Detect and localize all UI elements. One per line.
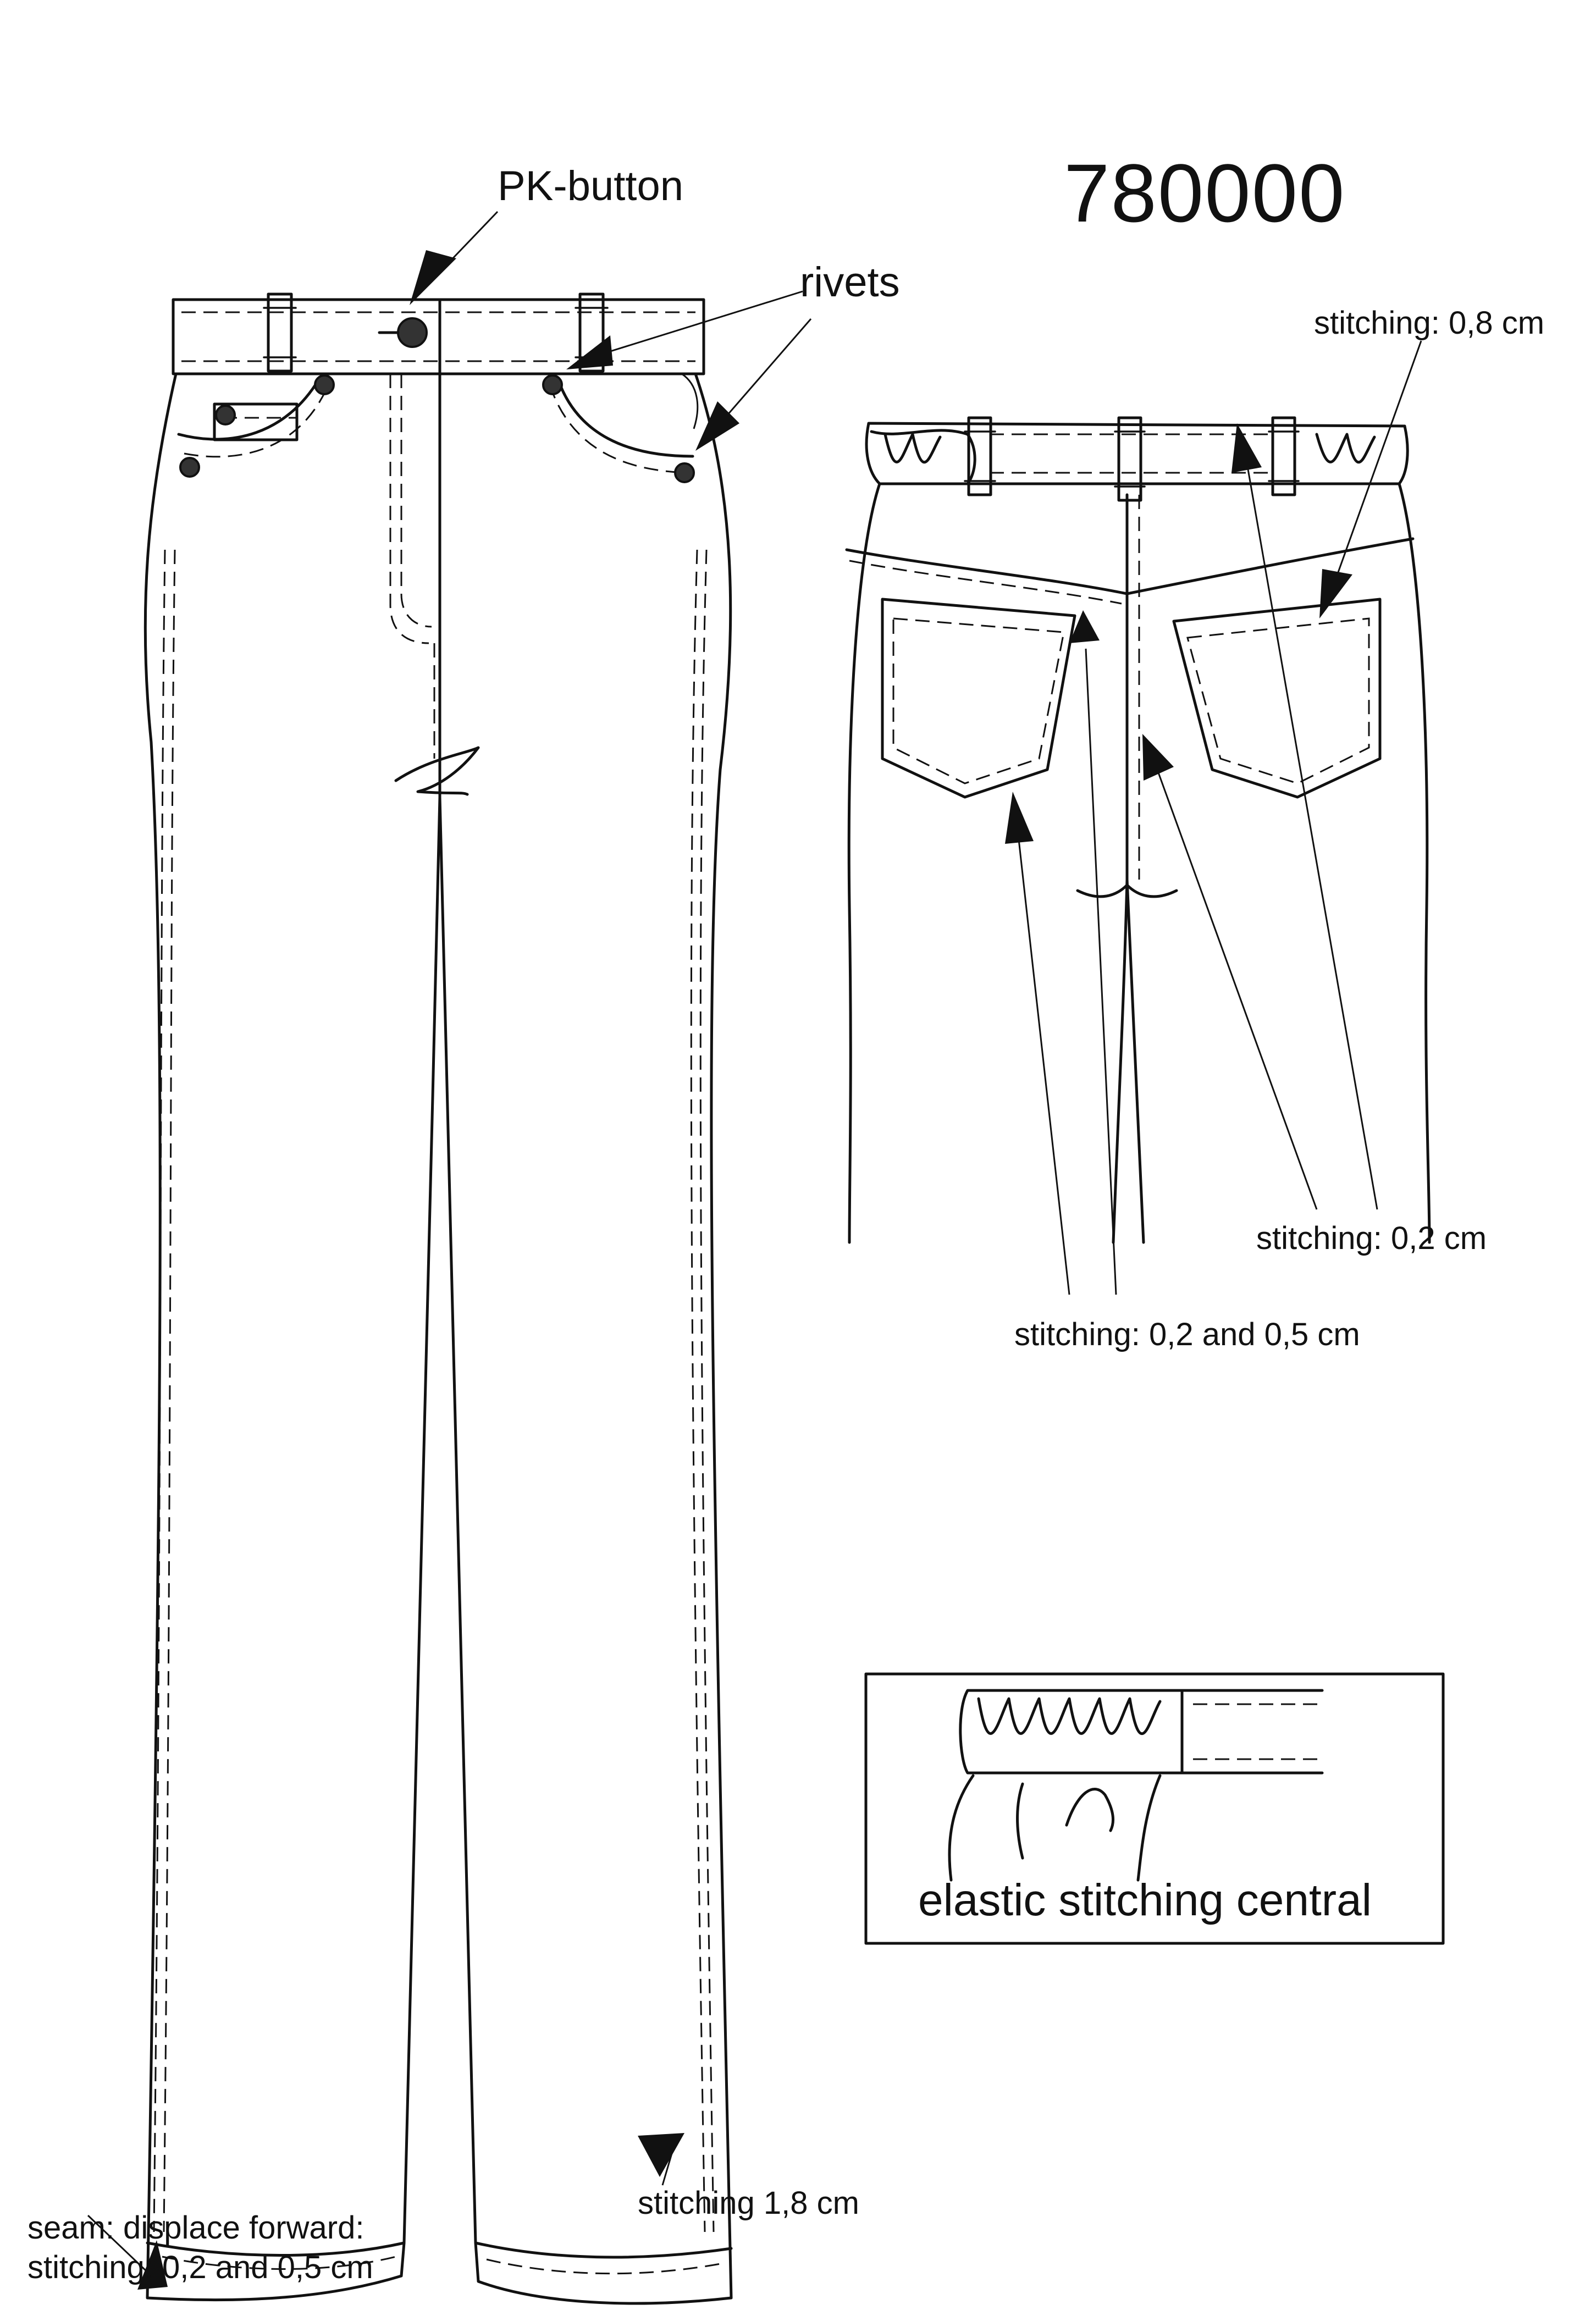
label-stitching-02: stitching: 0,2 cm [1256, 1220, 1487, 1256]
detail-gather-line-1 [1016, 1782, 1024, 1860]
label-hem-stitching: stitching 1,8 cm [638, 2185, 859, 2221]
front-left-side-stitching [153, 549, 176, 2232]
arrow-icon [566, 335, 613, 369]
front-right-side-stitching [690, 549, 715, 2232]
annotation-leaders [87, 211, 1422, 2290]
back-left-pocket-stitching [892, 617, 1065, 784]
back-view [845, 416, 1431, 1244]
coin-pocket [213, 402, 299, 441]
rivet-icon [215, 405, 236, 425]
front-left-hem-line [146, 2241, 406, 2257]
arrow-icon [638, 2133, 684, 2177]
leader-rivets-front [590, 290, 803, 358]
rivet-icon [674, 462, 695, 483]
arrow-icon [1005, 792, 1034, 844]
front-left-pocket-stitching [184, 387, 328, 458]
label-rivets: rivets [800, 259, 900, 306]
front-right-side-seam-top [681, 373, 699, 429]
back-belt-loop-right [1268, 416, 1300, 496]
label-stitching-02-05: stitching: 0,2 and 0,5 cm [1014, 1317, 1360, 1352]
back-belt-loop-center [1114, 416, 1146, 502]
leader-stitching-02-05-a [1016, 824, 1070, 1295]
detail-waistband [959, 1689, 1184, 1775]
front-left-inseam [402, 795, 441, 2245]
front-right-hem-stitching [486, 2258, 721, 2275]
front-left-hem-stitching [162, 2256, 396, 2270]
label-seam-line2: stitching: 0,2 and 0,5 cm [27, 2250, 373, 2285]
back-right-pocket [1172, 598, 1382, 799]
leader-stitching-02-a [1156, 769, 1318, 1210]
front-belt-loop-left [263, 292, 297, 373]
front-right-inseam [438, 795, 477, 2245]
front-right-leg-outline [474, 372, 733, 2305]
front-left-leg-outline [143, 372, 406, 2302]
crotch-fold-mark [394, 746, 480, 796]
arrow-icon [137, 2240, 168, 2290]
label-elastic-detail: elastic stitching central [918, 1875, 1372, 1925]
arrow-icon [1319, 569, 1352, 618]
back-waistband-stitching [990, 433, 1275, 474]
label-seam-line1: seam: displace forward: [27, 2210, 365, 2246]
back-yoke-seam [845, 537, 1415, 595]
back-yoke-stitching [849, 560, 1122, 605]
detail-gather-line-3 [1136, 1774, 1162, 1882]
rivet-icon [542, 374, 563, 395]
leader-seam [87, 2214, 147, 2272]
back-left-pocket [881, 598, 1076, 799]
detail-side-line [948, 1774, 975, 1882]
front-right-pocket-stitching [549, 384, 692, 474]
back-elastic-gather-right [1315, 433, 1376, 464]
style-number: 780000 [1064, 147, 1346, 239]
back-belt-loop-left [964, 416, 996, 496]
fly-stitching-inner [400, 374, 432, 628]
back-elastic-gather-left [883, 433, 942, 464]
elastic-detail-box [864, 1672, 1445, 1945]
back-right-outline [1398, 482, 1431, 1244]
rivet-icon [314, 374, 335, 395]
front-left-pocket-opening [177, 378, 321, 441]
arrow-icon [1142, 734, 1174, 781]
pk-button-icon [397, 317, 428, 348]
detail-elastic-gathers [977, 1697, 1162, 1736]
leader-stitching-02-b [1244, 453, 1378, 1210]
front-view [143, 292, 733, 2305]
detail-frame [864, 1672, 1445, 1945]
front-right-hem-line [474, 2241, 733, 2259]
back-seat-curve [1076, 883, 1178, 898]
back-right-pocket-stitching [1186, 617, 1370, 784]
arrow-icon [410, 250, 456, 305]
arrow-icon [695, 401, 739, 451]
leader-stitching-02-05-b [1085, 648, 1117, 1295]
detail-band-stitching [1193, 1703, 1322, 1760]
arrow-icon [1231, 423, 1262, 473]
back-inseam [1125, 878, 1145, 1244]
back-left-outline [847, 482, 881, 1244]
detail-gather-line-2 [1065, 1788, 1114, 1832]
back-elastic-left [870, 429, 976, 485]
arrow-icon [1069, 610, 1100, 643]
leader-rivets-side [719, 318, 812, 424]
label-stitching-08: stitching: 0,8 cm [1314, 305, 1545, 341]
leader-stitching-08 [1329, 340, 1422, 594]
center-back-seam [1112, 493, 1129, 1244]
front-right-pocket-opening [556, 378, 694, 458]
detail-band-edges [1180, 1689, 1324, 1775]
rivet-icon [179, 457, 200, 478]
fly-stitching-outer [389, 374, 429, 644]
label-pk-button: PK-button [498, 163, 683, 209]
